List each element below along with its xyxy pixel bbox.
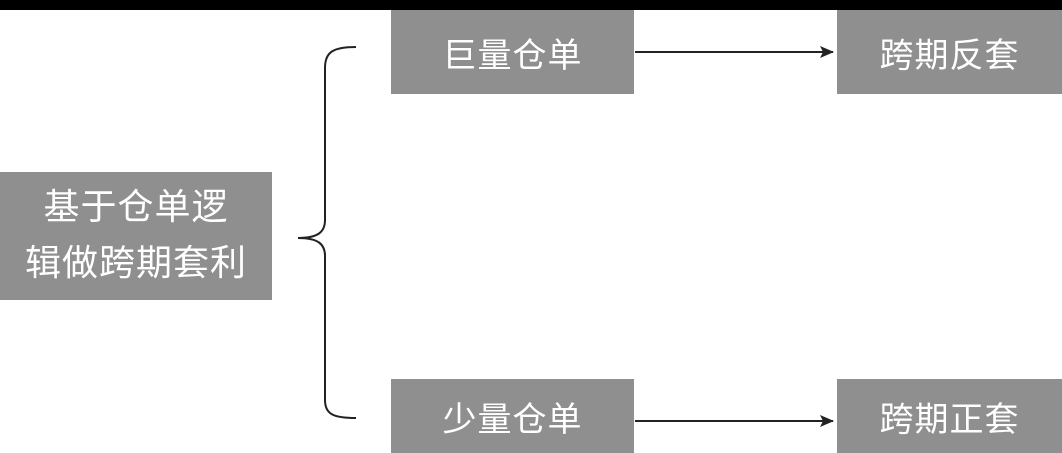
small-warehouse-receipt-node: 少量仓单 — [391, 379, 634, 453]
root-node-line-2: 辑做跨期套利 — [24, 243, 247, 284]
large-warehouse-receipt-node: 巨量仓单 — [391, 10, 634, 94]
positive-spread-node: 跨期正套 — [837, 379, 1062, 453]
reverse-spread-node: 跨期反套 — [837, 10, 1062, 94]
top-bar — [0, 0, 1062, 10]
root-node: 基于仓单逻 辑做跨期套利 — [0, 172, 272, 300]
curly-brace-icon — [297, 46, 357, 419]
root-node-line-1: 基于仓单逻 — [43, 187, 229, 228]
